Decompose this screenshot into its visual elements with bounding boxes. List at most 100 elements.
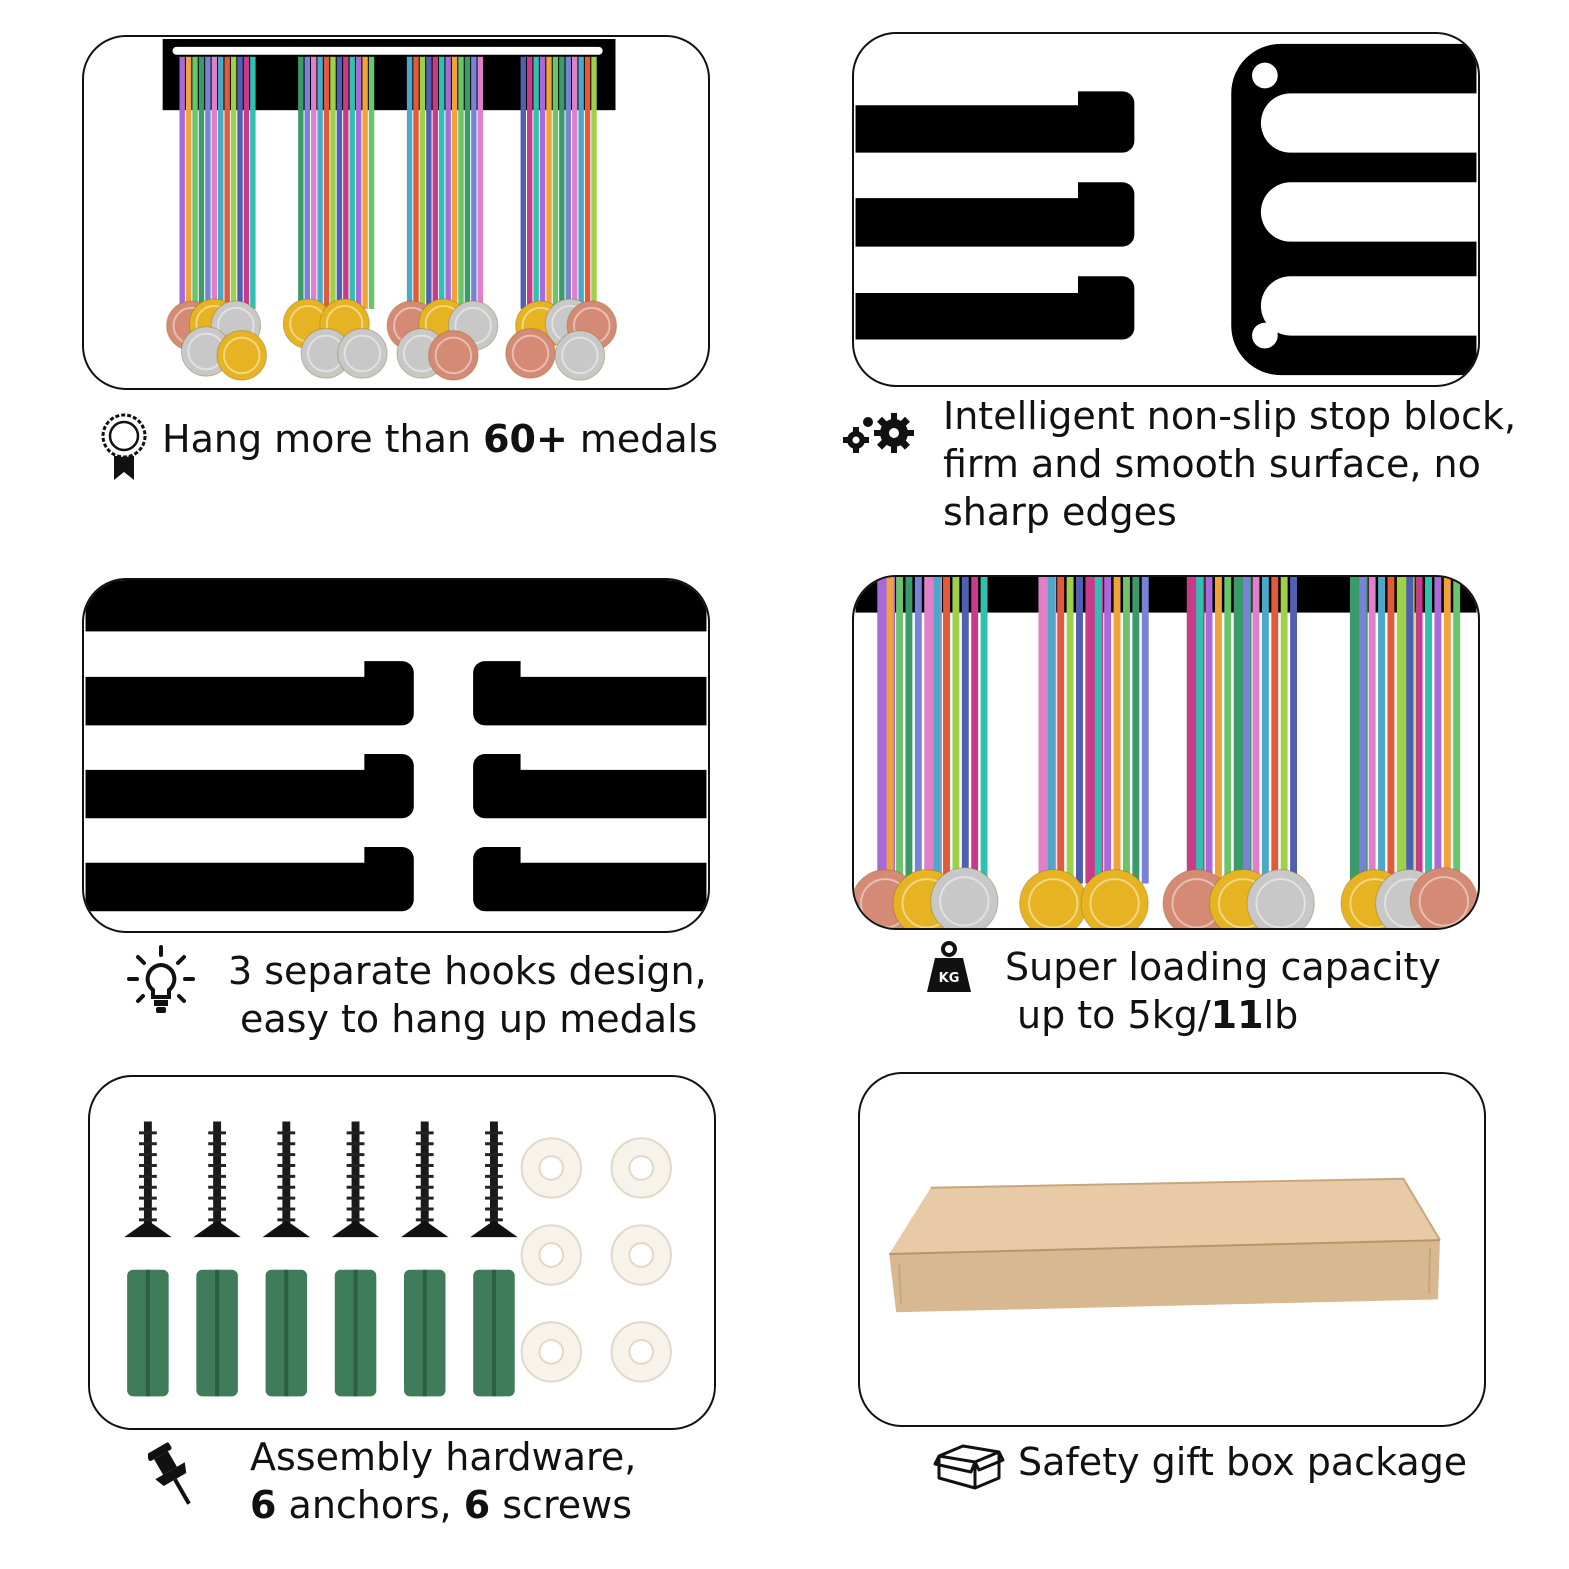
ribbon (413, 56, 419, 309)
screw-thread (415, 1142, 434, 1146)
ribbon (1047, 577, 1055, 884)
hardware-caption-line1: Assembly hardware, (250, 1435, 637, 1479)
ribbon (419, 56, 426, 309)
ribbon (896, 577, 903, 884)
medal-inner-ring (1028, 878, 1079, 928)
ribbon (1425, 577, 1432, 884)
hardware-caption: Assembly hardware, 6 anchors, 6 screws (250, 1433, 636, 1529)
ribbon (1453, 577, 1461, 884)
medal-rack-photo (82, 35, 710, 390)
hooks-caption-line2: easy to hang up medals (240, 997, 698, 1041)
screw-head (470, 1220, 518, 1238)
ribbon (330, 56, 336, 309)
package-caption: Safety gift box package (1018, 1438, 1467, 1486)
ribbon (218, 56, 224, 309)
gift-box-photo (858, 1072, 1486, 1427)
ribbon (243, 56, 250, 309)
medal-inner-ring (343, 334, 382, 373)
ribbon (1224, 577, 1232, 884)
stop-block-caption-line2: firm and smooth surface, no (943, 442, 1481, 486)
ribbon (310, 56, 317, 309)
spacer-hole (628, 1155, 655, 1181)
screw-thread (138, 1164, 157, 1167)
ribbon (458, 56, 464, 309)
ribbon (1387, 577, 1395, 884)
screw-thread (138, 1185, 157, 1189)
box-icon (933, 1438, 1005, 1494)
hardware-screws-label: screws (490, 1483, 632, 1527)
hardware-anchor-count: 6 (250, 1483, 277, 1527)
screw-head (331, 1220, 380, 1238)
ribbon (1066, 577, 1074, 884)
screw-thread (415, 1207, 434, 1211)
hardware-screw-count: 6 (463, 1483, 491, 1527)
package-caption-label: Safety gift box package (1018, 1440, 1468, 1484)
spacer-hole (538, 1242, 565, 1268)
ribbon (980, 577, 988, 884)
ribbon (1113, 577, 1121, 884)
screw-thread (208, 1153, 227, 1157)
screw-thread (208, 1174, 227, 1178)
screw-thread (346, 1131, 365, 1135)
ribbon (914, 577, 922, 884)
medal-inner-ring (1418, 876, 1470, 927)
ribbon (1132, 577, 1140, 884)
ribbon (1359, 577, 1367, 884)
capacity-caption-pre: up to 5kg/ (1017, 993, 1211, 1037)
medals-caption-pre: Hang more than (162, 417, 484, 461)
ribbon (565, 56, 572, 309)
ribbon (1057, 577, 1065, 884)
screw-thread (485, 1174, 503, 1178)
screw-thread (346, 1185, 365, 1189)
hardware-photo (88, 1075, 716, 1430)
screw-head (193, 1220, 241, 1238)
ribbon (477, 56, 484, 309)
loaded-rack-illustration (854, 577, 1478, 928)
medal (1080, 869, 1149, 928)
ribbon (578, 56, 584, 309)
medal (554, 330, 606, 381)
ribbon (559, 56, 565, 309)
ribbon (426, 56, 432, 309)
medals-caption-post: medals (567, 417, 719, 461)
ribbon (336, 56, 343, 309)
ribbon (905, 577, 913, 884)
screw-thread (415, 1218, 434, 1222)
ribbon (198, 56, 205, 309)
anchor-groove (353, 1269, 358, 1397)
screw-head (124, 1220, 172, 1238)
ribbon (1076, 577, 1083, 884)
screw-thread (277, 1218, 296, 1222)
screw-thread (346, 1218, 365, 1222)
ribbon (933, 577, 941, 884)
screw-thread (138, 1131, 157, 1135)
ribbon (1205, 577, 1213, 884)
screw-thread (277, 1196, 296, 1200)
ribbon (1252, 577, 1260, 884)
ribbon (471, 56, 477, 309)
ribbon (1271, 577, 1279, 884)
ribbon (1196, 577, 1204, 884)
ribbon (237, 56, 243, 309)
hooks-illustration (85, 580, 707, 912)
medal-inner-ring (434, 336, 473, 375)
spacer-hole (628, 1242, 655, 1268)
capacity-caption: Super loading capacity up to 5kg/11lb (1005, 943, 1441, 1039)
screw-thread (485, 1164, 503, 1167)
ribbon (192, 56, 198, 309)
ribbon (952, 577, 960, 884)
medals-caption: Hang more than 60+ medals (162, 415, 718, 463)
medal (1246, 869, 1315, 928)
ribbon (304, 56, 310, 309)
screw-thread (277, 1153, 296, 1157)
ribbon (317, 56, 323, 309)
ribbon (1280, 577, 1288, 884)
screw-thread (208, 1218, 227, 1222)
ribbon (591, 56, 597, 309)
screw-thread (415, 1164, 434, 1167)
medals-caption-count: 60+ (483, 417, 568, 461)
ribbon (368, 56, 375, 309)
screw-thread (346, 1174, 365, 1178)
capacity-caption-line2: up to 5kg/11lb (1005, 991, 1441, 1039)
anchor-groove (145, 1269, 150, 1397)
